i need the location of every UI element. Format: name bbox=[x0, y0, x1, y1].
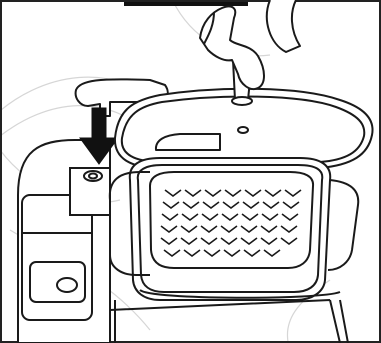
hand-icon bbox=[200, 0, 300, 89]
steamer-tray bbox=[150, 172, 313, 268]
release-button bbox=[70, 168, 110, 215]
